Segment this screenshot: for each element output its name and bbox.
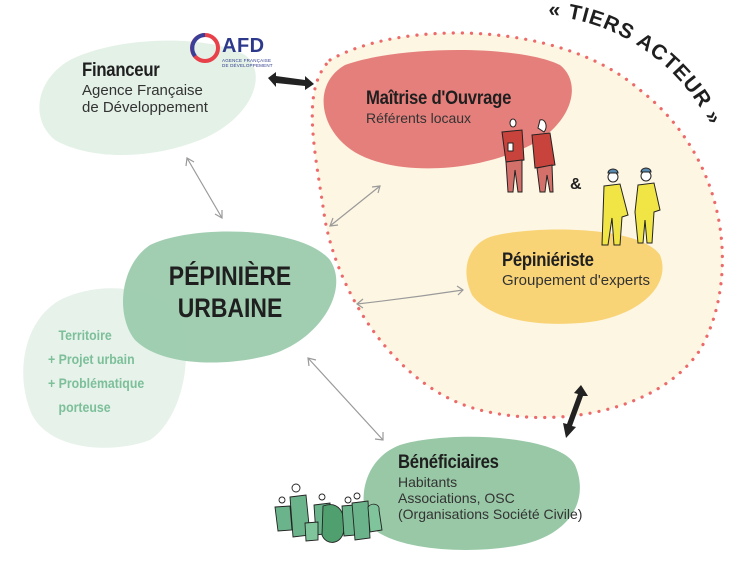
maitrise-ouvrage-label: Maîtrise d'Ouvrage Référents locaux xyxy=(366,88,531,126)
pepiniere-urbaine-label: PÉPINIÈRE URBAINE xyxy=(150,260,310,325)
beneficiaires-label: Bénéficiaires Habitants Associations, OS… xyxy=(398,452,582,522)
afd-logo-line1: AGENCE FRANÇAISE xyxy=(222,58,272,63)
referents-figures-icon xyxy=(501,118,556,193)
financeur-blob xyxy=(39,40,256,155)
pepinieriste-blob xyxy=(466,229,663,324)
thin-arrow-pepiniere-pepinieriste xyxy=(355,285,464,309)
pepinieriste-title: Pépiniériste xyxy=(502,250,594,271)
thin-arrow-pepiniere-maitrise xyxy=(329,185,381,227)
territoire-line-3: + Problématique xyxy=(48,375,145,391)
beneficiaires-line2: Associations, OSC xyxy=(398,489,515,506)
tiers-acteur-label: « TIERS ACTEUR » xyxy=(548,0,727,129)
beneficiaires-line3: (Organisations Société Civile) xyxy=(398,506,583,523)
pepinieriste-label: Pépiniériste Groupement d'experts xyxy=(502,250,650,289)
pepiniere-line1: PÉPINIÈRE xyxy=(168,261,292,291)
maitrise-ouvrage-title: Maîtrise d'Ouvrage xyxy=(366,88,512,109)
territoire-label: Territoire + Projet urbain + Problématiq… xyxy=(48,323,157,419)
pepiniere-line2: URBAINE xyxy=(177,293,283,324)
strong-arrow-tiers-beneficiaires xyxy=(563,385,588,438)
territoire-line-2: + Projet urbain xyxy=(48,351,135,367)
ampersand: & xyxy=(570,176,582,193)
financeur-line2: de Développement xyxy=(82,99,208,117)
afd-logo: AFD AGENCE FRANÇAISE DE DÉVELOPPEMENT xyxy=(222,35,273,68)
experts-figures-icon xyxy=(601,167,661,246)
thin-arrow-financeur-pepiniere xyxy=(185,157,223,220)
afd-logo-line2: DE DÉVELOPPEMENT xyxy=(222,63,273,68)
territoire-line-4: porteuse xyxy=(58,399,111,415)
beneficiaires-line1: Habitants xyxy=(398,473,458,490)
beneficiaires-blob xyxy=(363,436,580,550)
strong-arrow-financeur-maitrise xyxy=(268,72,314,90)
financeur-title: Financeur xyxy=(82,60,160,81)
afd-logo-icon xyxy=(190,33,220,63)
financeur-label: Financeur Agence Française de Développem… xyxy=(82,60,208,116)
habitants-group-icon xyxy=(274,483,383,543)
territoire-line-1: Territoire xyxy=(58,327,112,343)
pepiniere-urbaine-blob xyxy=(123,231,337,363)
maitrise-ouvrage-subtitle: Référents locaux xyxy=(366,109,472,126)
thin-arrow-pepiniere-beneficiaires xyxy=(307,357,384,441)
beneficiaires-title: Bénéficiaires xyxy=(398,452,499,473)
tiers-acteur-dotted-border xyxy=(310,31,724,420)
pepinieriste-subtitle: Groupement d'experts xyxy=(502,271,650,289)
afd-logo-name: AFD xyxy=(222,35,265,57)
financeur-line1: Agence Française xyxy=(82,81,203,99)
